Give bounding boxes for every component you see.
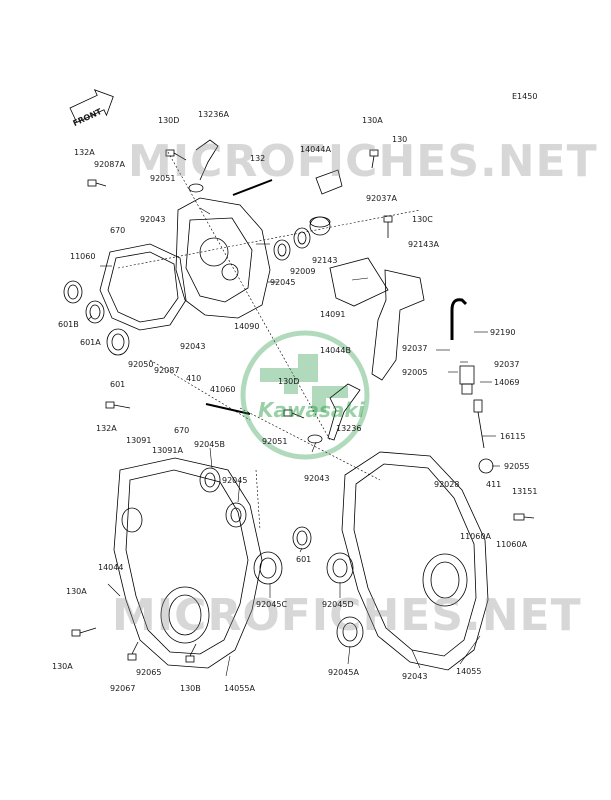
upper-crankcase-outline [175,197,271,319]
part-label: 11060A [496,540,527,549]
part-label: 130D [278,377,300,386]
part-label: 92055 [504,462,530,471]
part-label: 13236 [336,424,362,433]
part-label: 14055A [224,684,255,693]
part-label: 92045A [328,668,359,677]
part-label: 92037 [402,344,428,353]
part-label: 130C [412,215,433,224]
part-label: 92050 [128,360,154,369]
part-label: 16115 [500,432,526,441]
part-label: 92143A [408,240,439,249]
right-crankcase-outline [341,451,489,671]
part-label: 92037A [366,194,397,203]
part-label: 11060A [460,532,491,541]
part-label: 92005 [402,368,428,377]
part-label: 13151 [512,487,538,496]
part-label: 92037 [494,360,520,369]
part-label: 14044B [320,346,351,355]
part-label: 92045C [256,600,288,609]
part-label: 14044A [300,145,331,154]
part-label: 92043 [304,474,330,483]
part-label: 92065 [136,668,162,677]
part-label: 41060 [210,385,236,394]
watermark-top: MICROFICHES.NET [128,136,598,187]
kawasaki-logo-text: Kawasaki [258,398,365,422]
part-label: 13091 [126,436,152,445]
part-label: 130A [362,116,383,125]
part-label: 130 [392,135,408,144]
part-label: 14091 [320,310,346,319]
part-label: 92009 [290,267,316,276]
part-label: 92045D [322,600,354,609]
part-label: 130D [158,116,180,125]
part-label: 601 [110,380,126,389]
part-label: 14055 [456,667,482,676]
part-label: 670 [110,226,126,235]
diagram-code: E1450 [512,92,538,101]
part-label: 670 [174,426,190,435]
part-label: 92067 [110,684,136,693]
part-label: 14044 [98,563,124,572]
part-label: 132 [250,154,266,163]
part-label: 92051 [262,437,288,446]
kawasaki-logo: Kawasaki [240,330,370,460]
part-label: 601 [296,555,312,564]
part-label: 92143 [312,256,338,265]
gasket-outline [99,243,187,331]
part-label: 92045 [222,476,248,485]
front-arrow-icon [69,89,114,124]
part-label: 11060 [70,252,96,261]
part-label: 14069 [494,378,520,387]
part-label: 410 [186,374,202,383]
left-crankcase-outline [113,457,263,669]
part-label: 13236A [198,110,229,119]
part-label: 92045B [194,440,225,449]
part-label: 92087A [94,160,125,169]
part-label: 92045 [270,278,296,287]
part-label: 601A [80,338,101,347]
part-label: 601B [58,320,79,329]
part-label: 14090 [234,322,260,331]
part-label: 92087 [154,366,180,375]
part-label: 92028 [434,480,460,489]
part-label: 92190 [490,328,516,337]
part-label: 130A [52,662,73,671]
part-label: 132A [96,424,117,433]
part-label: 132A [74,148,95,157]
part-label: 411 [486,480,502,489]
part-label: 13091A [152,446,183,455]
watermark-bottom: MICROFICHES.NET [112,590,582,641]
part-label: 92043 [140,215,166,224]
part-label: 130A [66,587,87,596]
part-label: 92051 [150,174,176,183]
part-label: 92043 [180,342,206,351]
part-label: 92043 [402,672,428,681]
part-label: 130B [180,684,201,693]
